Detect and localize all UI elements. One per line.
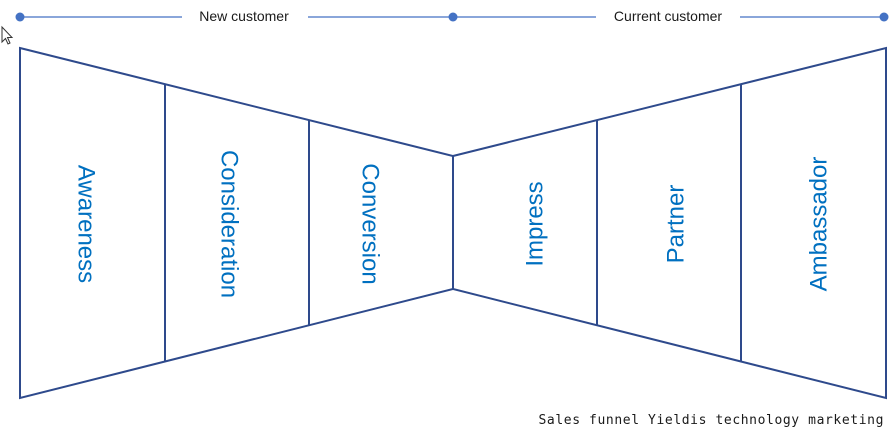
timeline-dot-end bbox=[879, 12, 889, 22]
new-customer-label: New customer bbox=[199, 8, 289, 24]
stage-conversion: Conversion bbox=[357, 163, 384, 284]
stage-consideration: Consideration bbox=[216, 150, 243, 298]
diagram-caption: Sales funnel Yieldis technology marketin… bbox=[539, 413, 885, 428]
stage-labels: Awareness Consideration Conversion Impre… bbox=[73, 150, 833, 298]
stage-impress: Impress bbox=[522, 181, 549, 266]
timeline-dot-start bbox=[15, 12, 25, 22]
customer-timeline: New customer Current customer bbox=[15, 8, 889, 24]
stage-awareness: Awareness bbox=[73, 165, 100, 283]
funnel-outline bbox=[19, 46, 887, 400]
stage-ambassador: Ambassador bbox=[806, 157, 833, 292]
timeline-dot-middle bbox=[448, 12, 458, 22]
stage-partner: Partner bbox=[663, 185, 690, 264]
current-customer-label: Current customer bbox=[614, 8, 722, 24]
mouse-cursor-icon bbox=[1, 25, 14, 45]
